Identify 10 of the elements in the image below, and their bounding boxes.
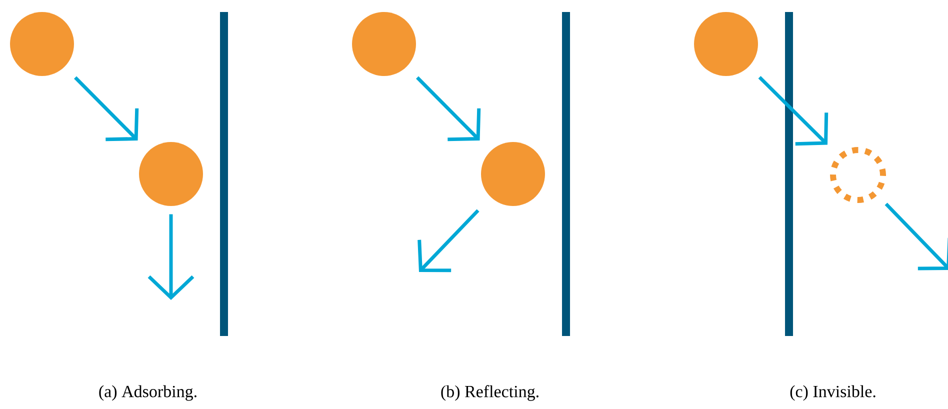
ball (139, 142, 203, 206)
ball (10, 12, 74, 76)
caption: (b) Reflecting. (441, 385, 538, 401)
caption: (a) Adsorbing. (99, 385, 196, 401)
dashed-circle (830, 147, 886, 203)
ball (694, 12, 758, 76)
ball (481, 142, 545, 206)
arrow (758, 76, 828, 146)
caption: (c) Invisible. (790, 385, 876, 401)
ball (352, 12, 416, 76)
